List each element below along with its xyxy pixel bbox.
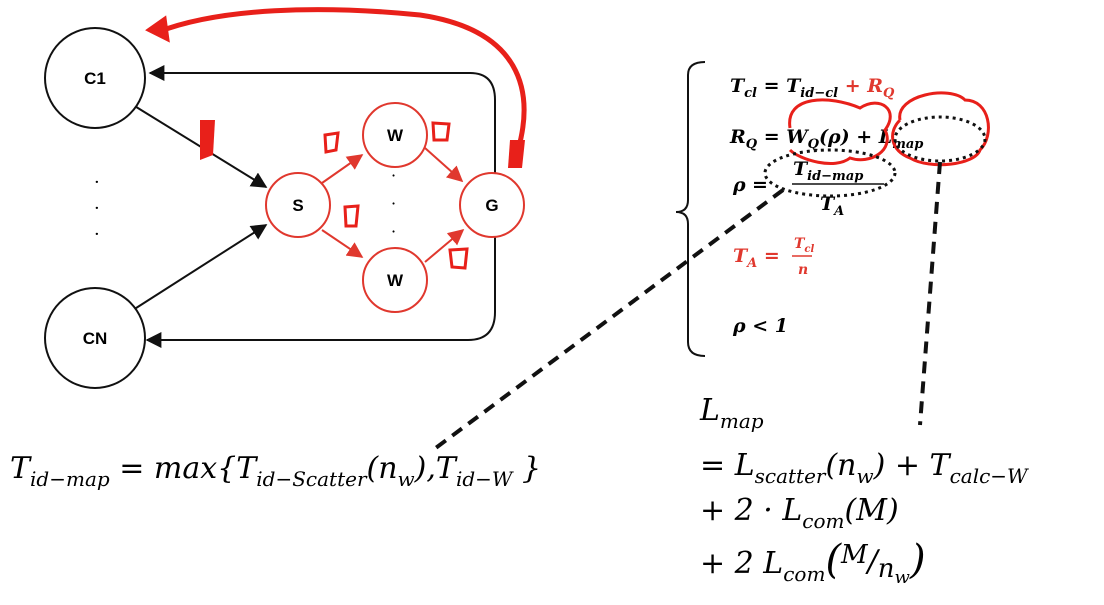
- equation-rho: ρ = Tid−map TA: [732, 158, 884, 219]
- system-brace: [675, 61, 706, 357]
- handdrawn-circle-wq: [788, 98, 892, 165]
- handdrawn-mark-3: [343, 204, 360, 228]
- dashed-connector-lmap: [918, 161, 942, 426]
- dot-client-2: ·: [94, 198, 100, 219]
- node-w-bottom-label: W: [387, 271, 404, 290]
- dotted-ellipse-lmap: [893, 115, 987, 163]
- svg-text:Tcl: Tcl: [794, 236, 815, 255]
- svg-text:n: n: [798, 262, 808, 278]
- node-w-top-label: W: [387, 126, 404, 145]
- dotted-ellipse-tidmap: [763, 148, 897, 198]
- feedback-line-to-cn: [145, 200, 496, 348]
- dot-worker-3: ·: [391, 222, 396, 241]
- arrow-w-top-to-g: [424, 147, 464, 183]
- node-g: [459, 172, 525, 238]
- dot-client-1: ·: [94, 172, 100, 193]
- handdrawn-mark-2: [431, 121, 451, 142]
- svg-text:+ 2 · Lcom(M): + 2 · Lcom(M): [700, 493, 899, 533]
- svg-text:+ 2 Lcom(M/nw): + 2 Lcom(M/nw): [700, 537, 926, 588]
- node-c1: [44, 27, 146, 129]
- equation-rq: RQ = WQ(ρ) + Lmap: [729, 126, 923, 152]
- arrow-s-to-w-top: [321, 154, 364, 184]
- svg-text:Tcl = Tid−cl + RQ: Tcl = Tid−cl + RQ: [730, 75, 895, 101]
- svg-text:TA: TA: [820, 193, 844, 219]
- formula-lmap: Lmap = Lscatter(nw) + Tcalc−W + 2 · Lcom…: [699, 393, 1029, 588]
- node-w-bottom: [362, 247, 428, 313]
- svg-text:=: =: [752, 174, 768, 196]
- handdrawn-circle-lmap: [891, 91, 990, 167]
- svg-text:Tid−map: Tid−map: [793, 158, 863, 184]
- handdrawn-mark-g: [508, 140, 525, 168]
- svg-text:ρ: ρ: [732, 174, 746, 196]
- handdrawn-mark-1: [323, 131, 340, 154]
- svg-text:= Lscatter(nw) + Tcalc−W: = Lscatter(nw) + Tcalc−W: [700, 448, 1029, 488]
- svg-text:RQ = WQ(ρ) + Lmap: RQ = WQ(ρ) + Lmap: [729, 126, 923, 152]
- dot-worker-1: ·: [391, 166, 396, 185]
- handdrawn-mark-c1s: [200, 120, 215, 160]
- feedback-line-to-c1: [148, 65, 496, 210]
- handdrawn-arc-head: [145, 15, 170, 43]
- node-g-label: G: [485, 196, 498, 215]
- node-s-label: S: [292, 196, 303, 215]
- equation-rho-lt-1: ρ < 1: [732, 315, 788, 337]
- arrow-s-to-w-bottom: [321, 229, 364, 258]
- dot-worker-2: ·: [391, 194, 396, 213]
- handdrawn-mark-4: [448, 247, 469, 270]
- equation-ta: TA = Tcl n: [733, 236, 815, 278]
- node-cn-label: CN: [83, 329, 108, 348]
- arrow-w-bottom-to-g: [424, 228, 465, 263]
- equation-tcl: Tcl = Tid−cl + RQ: [730, 75, 895, 101]
- arrow-cn-to-s: [132, 224, 268, 311]
- node-c1-label: C1: [84, 69, 106, 88]
- dashed-connector-tidmap: [431, 188, 785, 452]
- formula-tidmap: Tid−map = max{Tid−Scatter(nw),Tid−W }: [10, 451, 541, 491]
- arrow-c1-to-s: [132, 104, 268, 188]
- svg-text:Lmap: Lmap: [699, 393, 764, 433]
- node-w-top: [362, 102, 428, 168]
- node-s: [265, 172, 331, 238]
- svg-text:TA =: TA =: [733, 245, 780, 271]
- dot-client-3: ·: [94, 224, 100, 245]
- handdrawn-arc: [155, 7, 527, 153]
- node-cn: [44, 287, 146, 389]
